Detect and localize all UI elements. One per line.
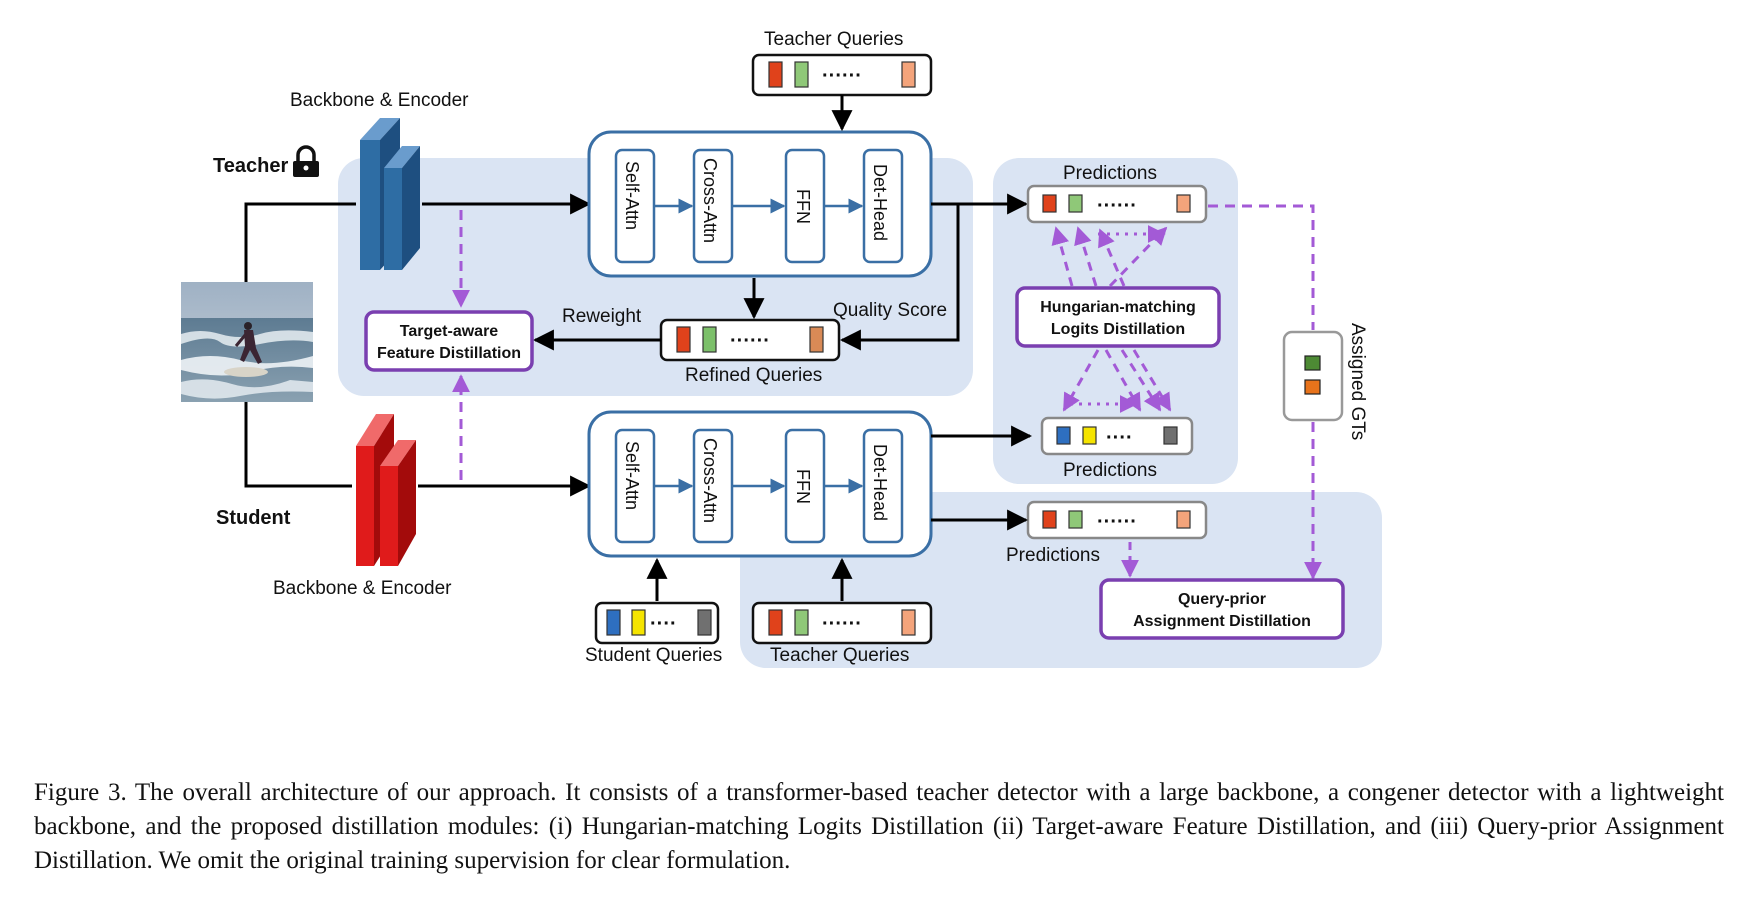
assigned-gts-label: Assigned GTs [1347, 323, 1368, 440]
teacher-decoder [587, 130, 933, 278]
target-aware-line2: Feature Distillation [377, 345, 521, 362]
teacher-queries-top-box [751, 53, 933, 97]
figure-caption: Figure 3. The overall architecture of ou… [34, 779, 1724, 874]
predictions-mid-box [1040, 416, 1194, 456]
refined-queries-label: Refined Queries [685, 365, 822, 386]
teacher-self-attn-label: Self-Attn [622, 161, 642, 230]
architecture-diagram: Backbone & Encoder Teacher Student Backb… [181, 29, 1382, 668]
target-aware-line1: Target-aware [400, 323, 499, 340]
student-cross-attn-label: Cross-Attn [700, 438, 720, 523]
predictions-bottom-dots: ······ [1097, 511, 1137, 533]
teacher-queries-bottom-box [751, 601, 933, 645]
teacher-queries-top-label: Teacher Queries [764, 29, 903, 50]
refined-queries-dots: ······ [730, 330, 770, 352]
hungarian-matching-arrows [1051, 225, 1172, 413]
teacher-backbone-label: Backbone & Encoder [290, 90, 469, 111]
predictions-top-dots: ······ [1097, 195, 1137, 217]
student-queries-dots: ···· [650, 613, 677, 635]
teacher-queries-top-dots: ······ [822, 65, 862, 87]
student-det-head-label: Det-Head [870, 444, 890, 521]
hungarian-line2: Logits Distillation [1051, 321, 1185, 338]
quality-score-label: Quality Score [833, 300, 947, 321]
teacher-output-arrows [532, 193, 1029, 351]
predictions-mid-dots: ···· [1106, 427, 1133, 449]
student-decoder [587, 410, 933, 558]
student-self-attn-label: Self-Attn [622, 441, 642, 510]
predictions-top-label: Predictions [1063, 163, 1157, 184]
student-ffn-label: FFN [793, 469, 813, 504]
student-label: Student [216, 507, 291, 529]
teacher-queries-bottom-label: Teacher Queries [770, 645, 909, 666]
query-prior-line1: Query-prior [1178, 591, 1266, 608]
hungarian-line1: Hungarian-matching [1040, 299, 1196, 316]
assigned-gts-box [1282, 330, 1344, 422]
student-backbone-icon [356, 414, 416, 566]
predictions-mid-label: Predictions [1063, 460, 1157, 481]
teacher-ffn-label: FFN [793, 189, 813, 224]
student-queries-box [594, 601, 720, 645]
reweight-label: Reweight [562, 306, 642, 327]
target-aware-module [364, 310, 534, 372]
teacher-backbone-icon [360, 118, 420, 270]
teacher-cross-attn-label: Cross-Attn [700, 158, 720, 243]
student-queries-label: Student Queries [585, 645, 722, 666]
input-image [181, 282, 313, 402]
predictions-bottom-box [1026, 500, 1208, 540]
teacher-label: Teacher [213, 155, 288, 177]
query-prior-module [1099, 578, 1345, 640]
query-prior-line2: Assignment Distillation [1133, 613, 1311, 630]
hungarian-module [1015, 286, 1221, 348]
teacher-det-head-label: Det-Head [870, 164, 890, 241]
predictions-top-box [1026, 184, 1208, 224]
predictions-bottom-label: Predictions [1006, 545, 1100, 566]
lock-icon [293, 145, 319, 177]
teacher-queries-bottom-dots: ······ [822, 613, 862, 635]
student-backbone-label: Backbone & Encoder [273, 578, 452, 599]
input-connectors [244, 193, 592, 497]
